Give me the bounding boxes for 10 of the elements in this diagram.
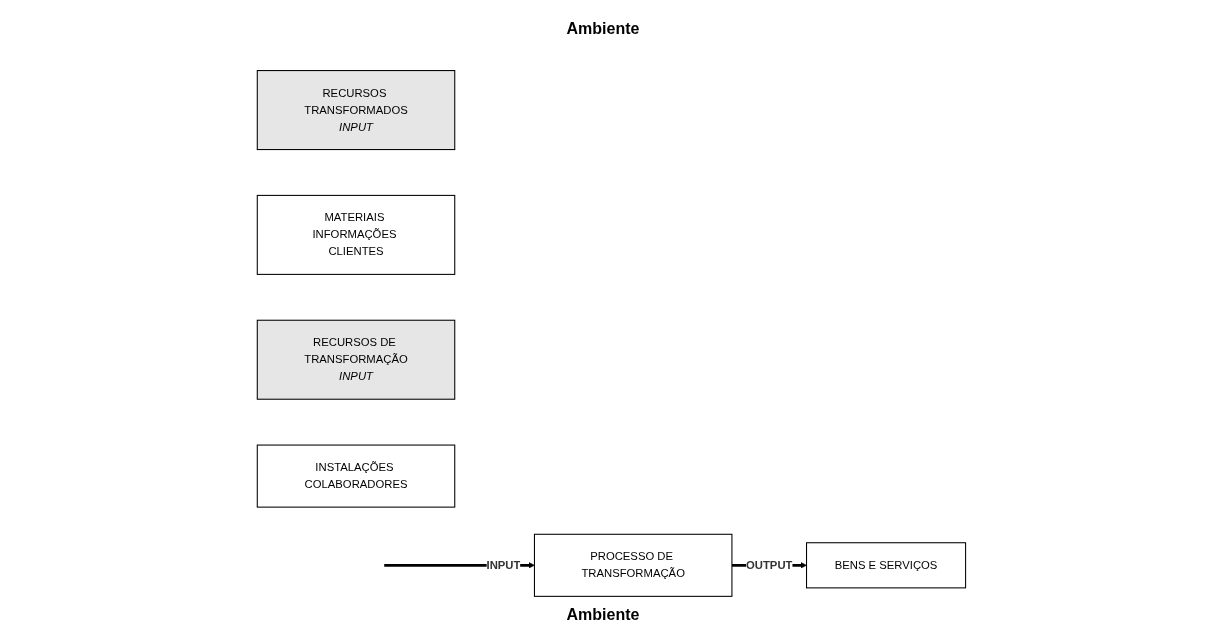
node-box: RECURSOS DE TRANSFORMAÇÃO INPUT (257, 319, 456, 400)
node-box: RECURSOS TRANSFORMADOS INPUT (257, 70, 456, 151)
edge-label: OUTPUT (746, 558, 793, 571)
ambient-label: Ambiente (566, 20, 640, 38)
node-box: MATERIAIS INFORMAÇÕES CLIENTES (257, 194, 456, 275)
node-box: BENS E SERVIÇOS (806, 542, 967, 589)
edge-label: INPUT (486, 558, 521, 571)
node-box: INSTALAÇÕES COLABORADORES (257, 444, 456, 508)
node-box: PROCESSO DE TRANSFORMAÇÃO (534, 533, 733, 597)
ambient-label: Ambiente (566, 606, 640, 624)
